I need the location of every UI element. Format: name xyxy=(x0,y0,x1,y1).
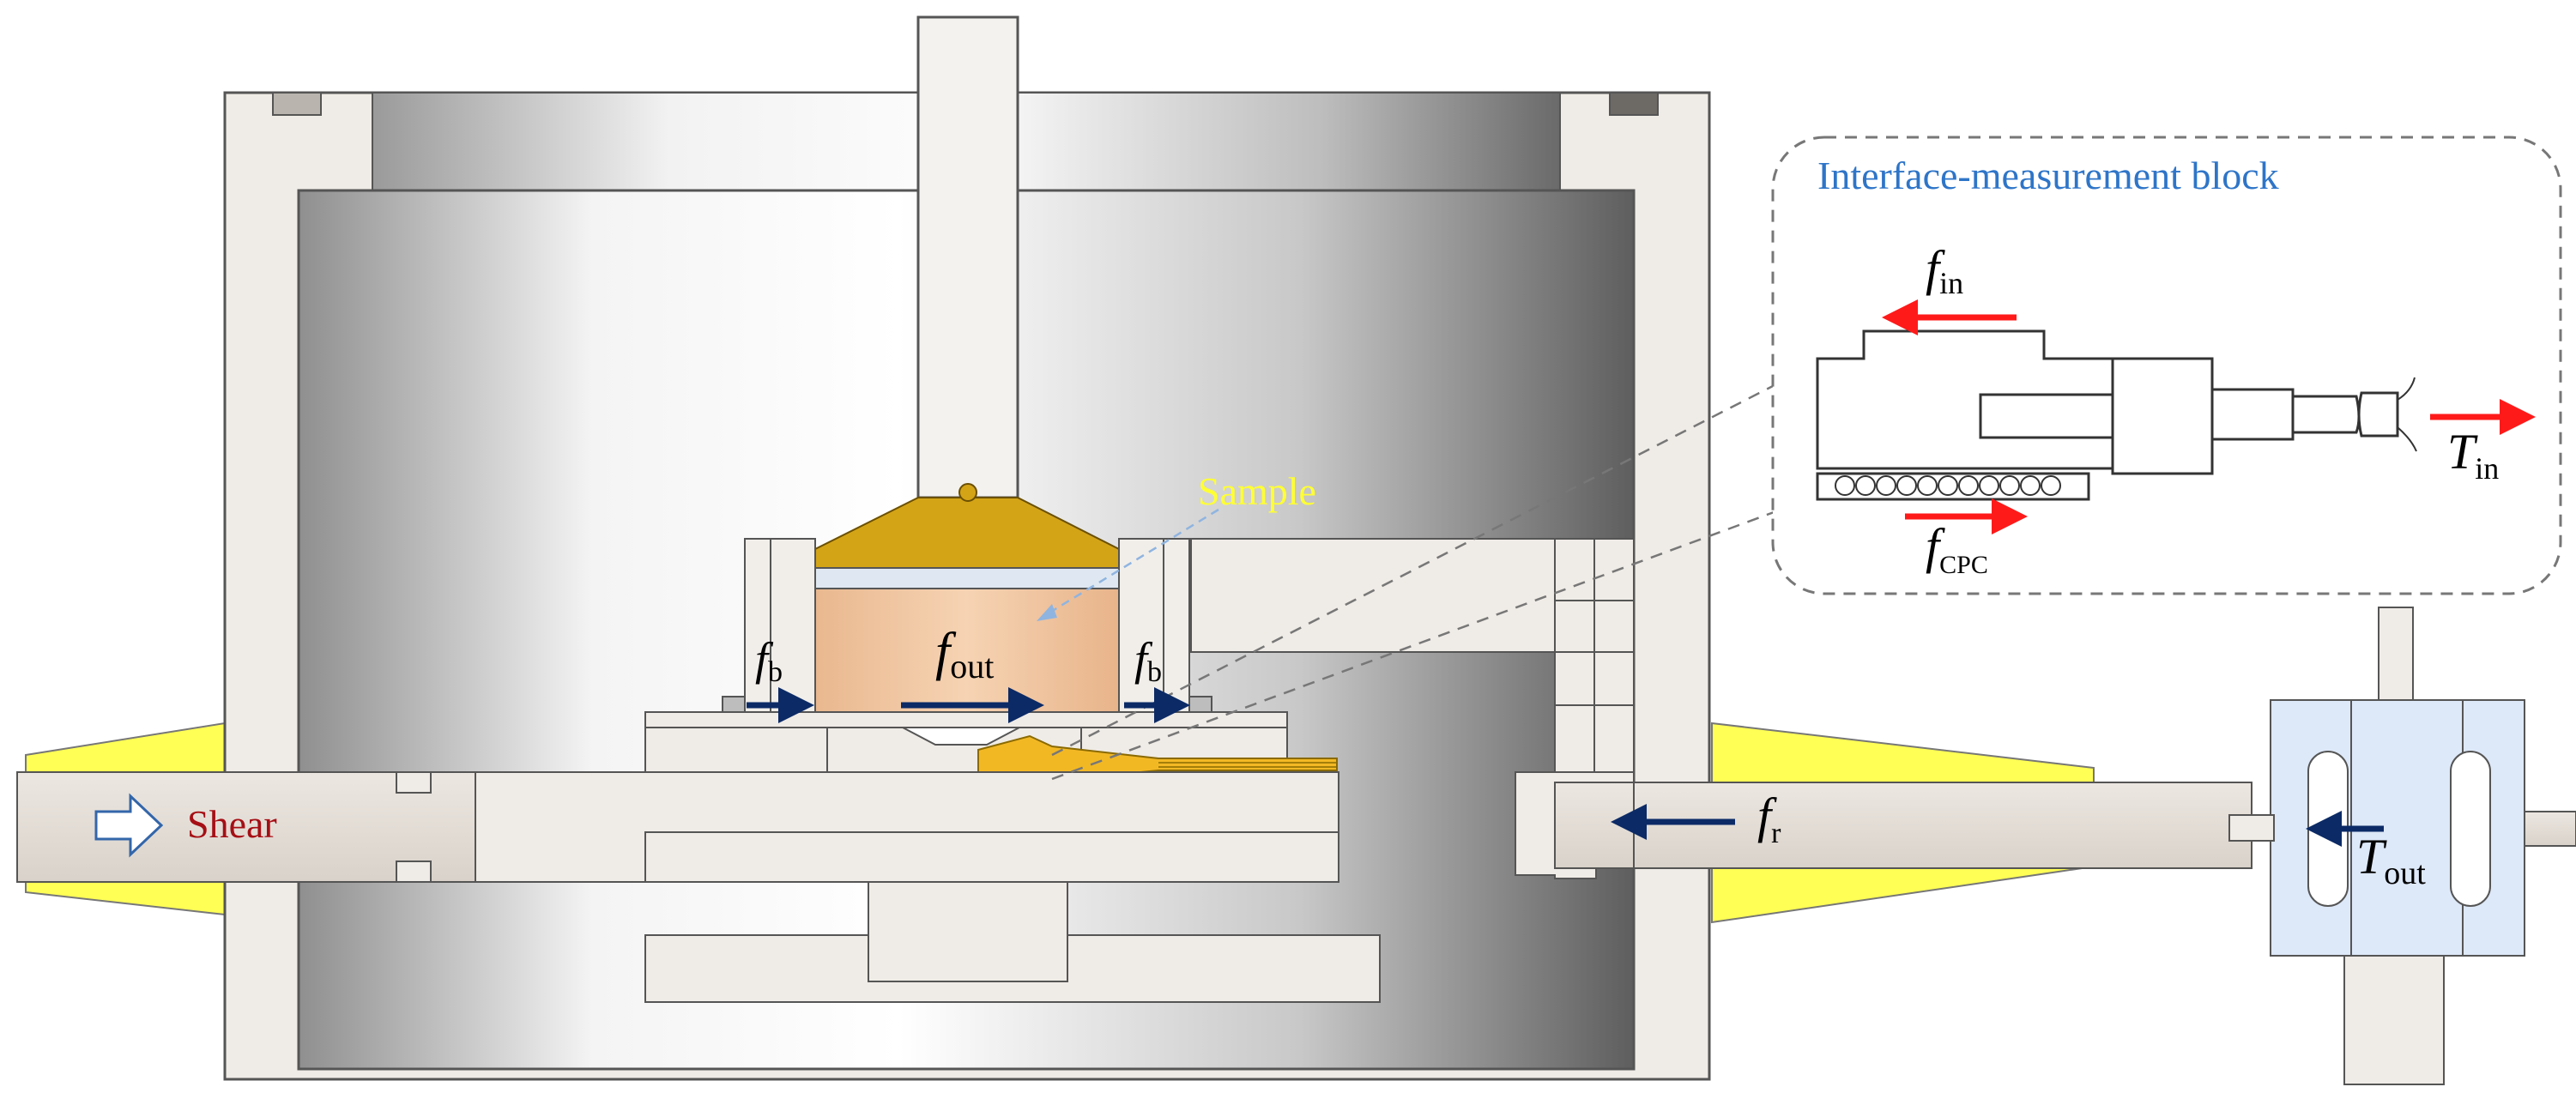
ball-bearing xyxy=(1999,475,2020,496)
interface-ball-bearings xyxy=(1835,475,2061,496)
vertical-load-rod xyxy=(916,15,1019,499)
ball-bearing xyxy=(1917,475,1938,496)
label-sub-cpc: CPC xyxy=(1939,551,1988,579)
label-sub-out: out xyxy=(950,647,994,685)
load-cell-slot-right xyxy=(2450,751,2491,907)
label-t-symbol: T xyxy=(2447,424,2478,480)
carriage-lower-block xyxy=(644,831,1339,883)
ball-bearing xyxy=(1835,475,1855,496)
lower-shear-plate-right xyxy=(1188,696,1212,713)
ball-bearing xyxy=(1958,475,1979,496)
porous-disk xyxy=(814,567,1120,589)
sample-holder-right-wall xyxy=(1118,538,1190,713)
left-rod-coupling-bottom xyxy=(396,860,432,883)
ball-bearing xyxy=(2020,475,2041,496)
shear-arrow-icon xyxy=(94,793,164,858)
label-sub-out: out xyxy=(2384,855,2426,891)
ball-bearing xyxy=(2041,475,2061,496)
lower-shear-plate-left xyxy=(722,696,746,713)
ball-bearing xyxy=(1855,475,1876,496)
label-tout: Tout xyxy=(2356,829,2426,891)
sample-pointer xyxy=(1046,508,1219,616)
ball-bearing xyxy=(1876,475,1896,496)
sample-holder-left-wall xyxy=(744,538,816,713)
reaction-rod-shaft xyxy=(1633,782,2252,869)
label-sub-r: r xyxy=(1771,818,1781,849)
interface-cable-wires xyxy=(2397,377,2417,452)
interface-cable xyxy=(2291,391,2399,438)
load-cell-pin xyxy=(2228,814,2275,842)
label-fout: fout xyxy=(935,623,994,685)
housing-notch-right xyxy=(1609,92,1659,116)
shear-label: Shear xyxy=(187,802,277,846)
label-sub-b: b xyxy=(768,656,783,688)
reaction-rod-left xyxy=(1554,782,1635,869)
bottom-support-block-front xyxy=(868,881,1068,982)
housing-notch-left xyxy=(272,92,322,116)
load-cell-base xyxy=(2343,955,2445,1085)
platform-groove xyxy=(902,727,1020,746)
label-tin: Tin xyxy=(2447,424,2499,486)
label-sub-b: b xyxy=(1147,656,1162,688)
load-cell-top-stem xyxy=(2378,607,2414,701)
interface-inner-rod xyxy=(1979,393,2114,439)
label-sub-in: in xyxy=(1939,266,1963,300)
interface-load-cell xyxy=(2111,357,2214,475)
label-sub-in: in xyxy=(2475,451,2499,486)
label-fin: fin xyxy=(1926,240,1963,300)
ball-bearing xyxy=(1938,475,1958,496)
callout-leader-lower xyxy=(1051,510,1777,781)
label-t-symbol: T xyxy=(2356,829,2387,885)
interface-connector xyxy=(2210,388,2295,441)
interface-callout-title: Interface-measurement block xyxy=(1817,154,2279,197)
sample-label: Sample xyxy=(1198,469,1316,513)
sample-body xyxy=(814,588,1120,713)
gold-load-head-knob xyxy=(958,483,977,502)
ball-bearing xyxy=(1896,475,1917,496)
ball-bearing xyxy=(1979,475,1999,496)
sample-pointer-head xyxy=(1037,604,1057,621)
left-rod-coupling-top xyxy=(396,771,432,794)
load-cell-right-rod xyxy=(2524,811,2576,847)
